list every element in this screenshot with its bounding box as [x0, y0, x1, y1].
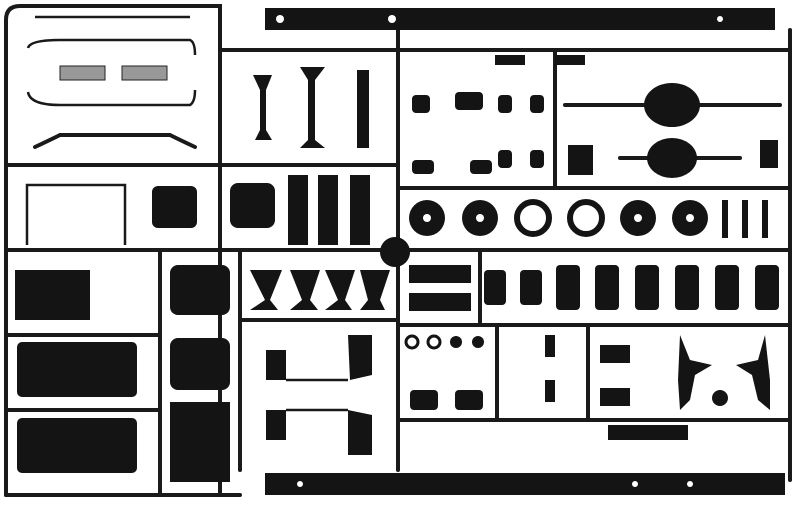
chassis-rail-bottom: [265, 473, 785, 495]
crossmembers: [253, 67, 370, 245]
axle-rods: [26, 15, 197, 149]
wire-frame-part: [25, 183, 127, 245]
tank-parts: [15, 183, 275, 482]
hub-part: [380, 237, 410, 267]
air-tank-drums: [409, 265, 779, 311]
chassis-rail-top: [265, 8, 775, 30]
spring-hangers: [412, 55, 585, 174]
brake-discs: [409, 199, 768, 238]
small-parts: [250, 270, 770, 455]
rear-axles: [563, 83, 782, 178]
